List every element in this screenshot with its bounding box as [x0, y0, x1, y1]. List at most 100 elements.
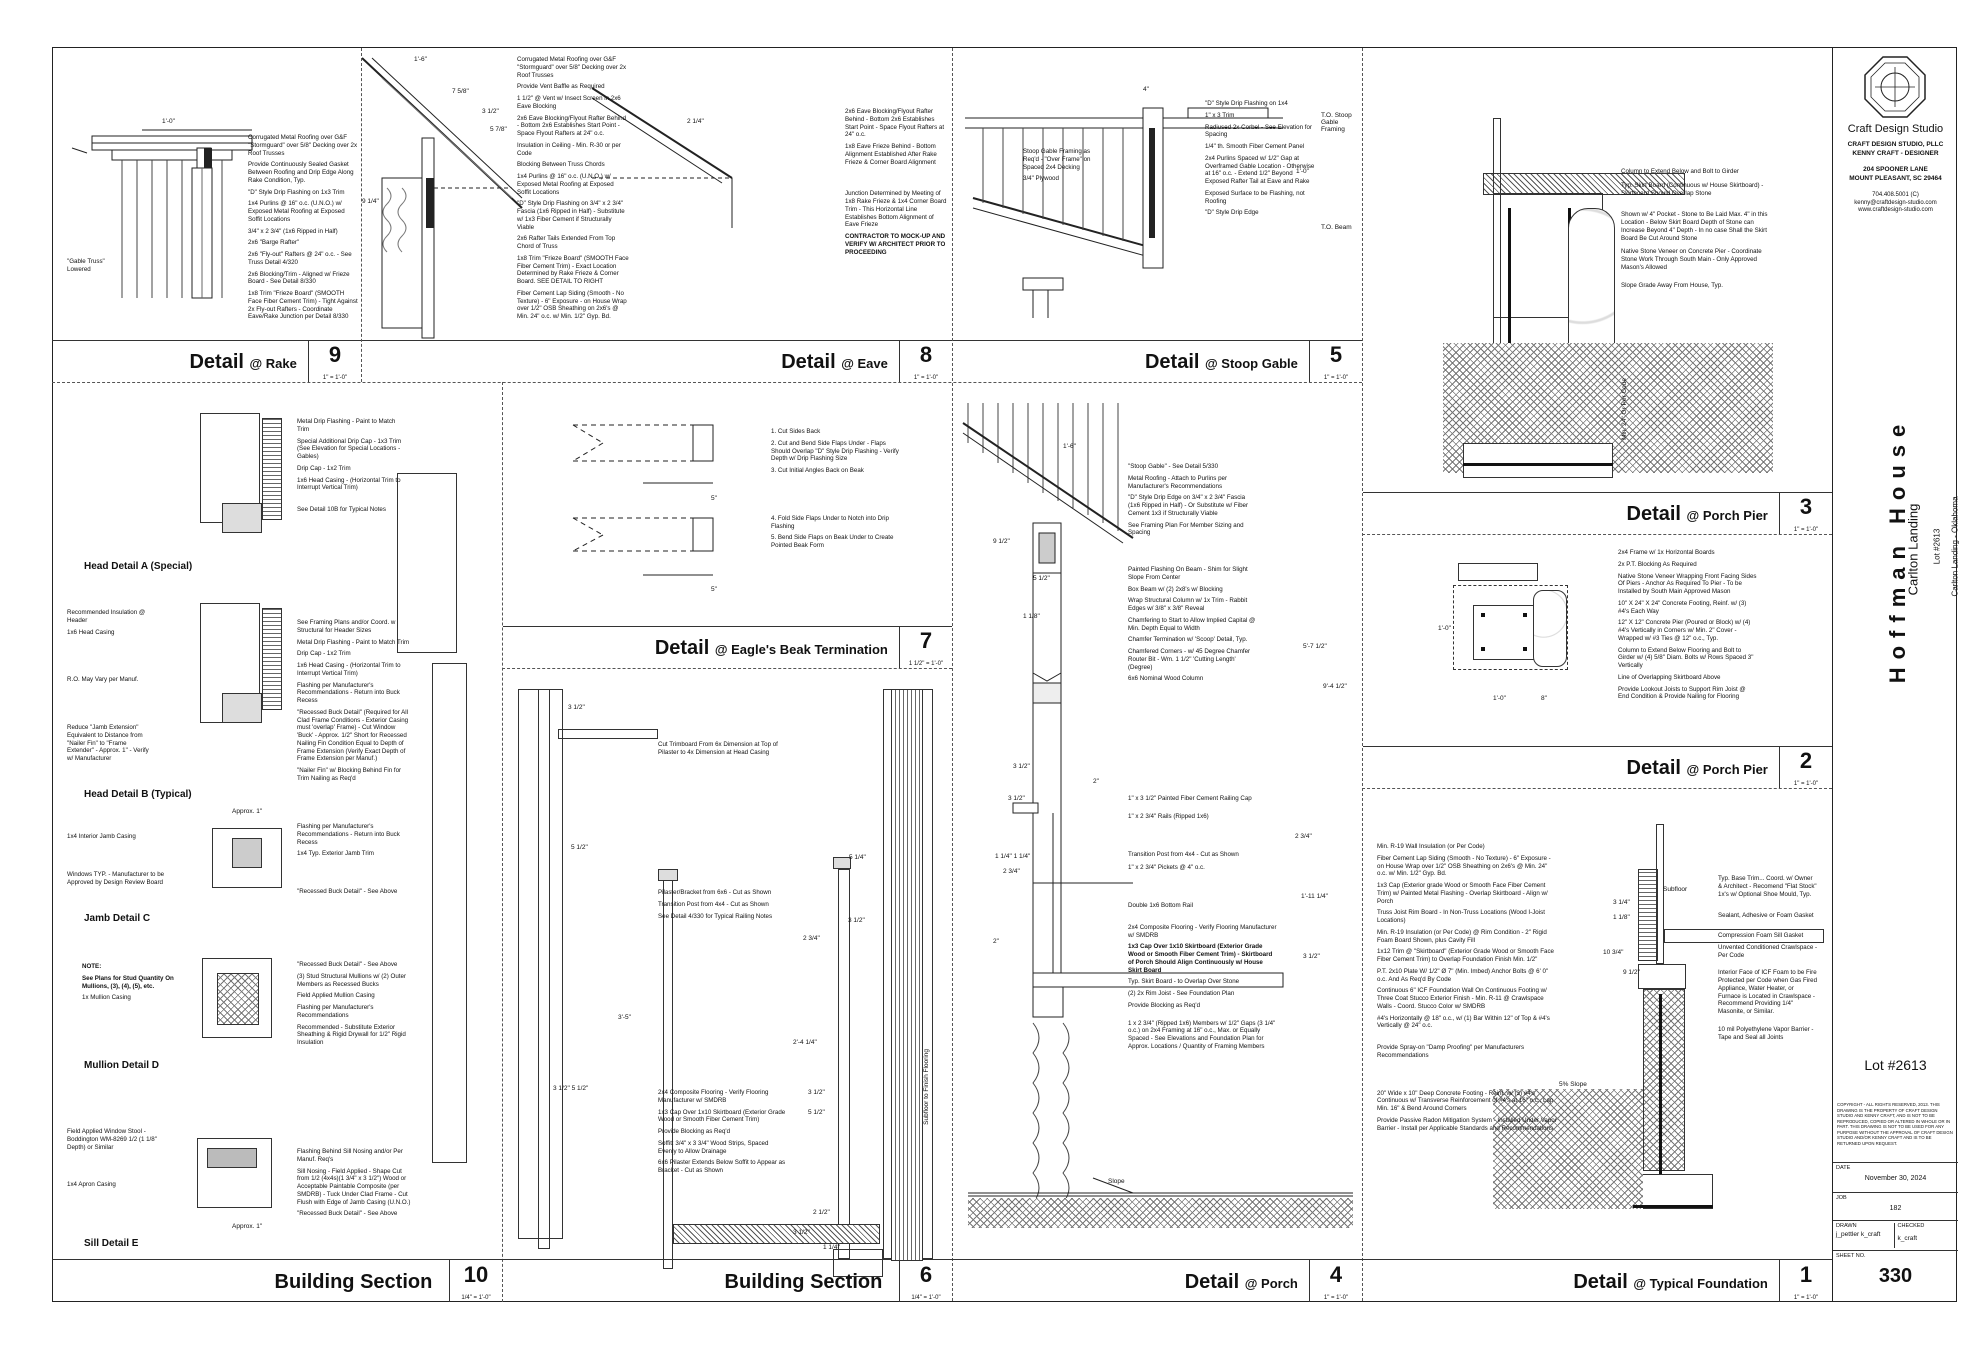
stoop-dim: T.O. Stoop Gable Framing: [1321, 112, 1352, 133]
note: Continuous 6" ICF Foundation Wall On Con…: [1377, 987, 1547, 1010]
title-strip: Craft Design Studio CRAFT DESIGN STUDIO,…: [1832, 47, 1960, 1302]
detail-number: 5: [1329, 342, 1343, 367]
note: Soffit: 3/4" x 3 3/4" Wood Strips, Space…: [658, 1139, 769, 1155]
note: Wrap Structural Column w/ 1x Trim - Rabb…: [1128, 597, 1248, 612]
note: (3) Stud Structural Mullions w/ (2) Oute…: [297, 972, 407, 988]
divider: [52, 382, 1362, 383]
note: Chamfering to Start to Allow Implied Cap…: [1128, 616, 1256, 632]
note: See Detail 4/330 for Typical Railing Not…: [658, 912, 773, 920]
address-1: 204 SPOONER LANE: [1863, 166, 1928, 174]
head: [558, 729, 658, 739]
frame: [232, 838, 262, 868]
note: Radiused 2x Corbel - See Elevation for S…: [1205, 123, 1312, 139]
rake-dim: 1'-0": [162, 118, 175, 125]
pier-dim: 1'-0": [1438, 625, 1451, 632]
detail-scale: 1" = 1'-0": [913, 375, 939, 381]
note: 1x8 Eave Frieze Behind - Bottom Alignmen…: [845, 143, 937, 166]
s6-dim: 2 1/2": [813, 1209, 830, 1216]
foundation-notes: Min. R-19 Wall Insulation (or Per Code) …: [1377, 843, 1557, 1136]
detail-2-porch-pier: 1'-0" 1'-0" 8" 2x4 Frame w/ 1x Horizonta…: [1363, 535, 1832, 788]
note: Field Applied Mullion Casing: [297, 992, 375, 1000]
s6-dim: 1 1/4": [823, 1244, 840, 1251]
checked-label: CHECKED: [1897, 1223, 1925, 1229]
detail-scale: 1" = 1'-0": [1793, 527, 1819, 533]
note: See Framing Plans and/or Coord. w Struct…: [297, 619, 396, 634]
note: 1x4 Purlins @ 16" o.c. (U.N.O.) w/ Expos…: [517, 173, 614, 196]
note: Special Additional Drip Cap - 1x3 Trim (…: [297, 437, 402, 461]
note: (2) 2x Rim Joist - See Foundation Plan: [1128, 990, 1235, 997]
studio-name: Craft Design Studio: [1847, 123, 1944, 135]
detail-number: 7: [919, 628, 933, 653]
note: Exposed Surface to be Flashing, not Roof…: [1205, 189, 1305, 205]
detail-number: 1: [1799, 1262, 1813, 1287]
note: 1" x 2 3/4" Pickets @ 4" o.c.: [1128, 864, 1205, 872]
note: 3. Cut Initial Angles Back on Beak: [771, 467, 864, 474]
note: Transition Post from 4x4 - Cut as Shown: [1128, 850, 1239, 858]
detail-title-at: @ Porch Pier: [1686, 508, 1768, 523]
note: 1x3 Cap Over 1x10 Skirtboard (Exterior G…: [1128, 943, 1273, 974]
detail-title-text: Detail: [781, 351, 836, 373]
note: 2. Cut and Bend Side Flaps Under - Flaps…: [771, 439, 899, 463]
note: 1x6 Head Casing - (Horizontal Trim to In…: [297, 476, 401, 492]
note: Recommended Insulation @ Header: [67, 609, 146, 624]
detail-title-at: @ Typical Foundation: [1633, 1276, 1768, 1291]
dim: Approx. 1": [232, 1223, 263, 1230]
stud: [1656, 824, 1664, 964]
sill: [207, 1148, 257, 1168]
date-label: DATE: [1836, 1165, 1851, 1171]
jamb-drawing: [212, 828, 282, 888]
note: Box Beam w/ (2) 2x8's w/ Blocking: [1128, 585, 1223, 593]
detail-title-at: @ Stoop Gable: [1205, 356, 1298, 371]
footing: [1453, 585, 1568, 670]
divider: [1362, 48, 1363, 1301]
note: 1" x 3 Trim: [1205, 111, 1235, 119]
wall-studs: [891, 689, 923, 1261]
siding: [262, 608, 282, 710]
detail-scale: 1/4" = 1'-0": [461, 1295, 491, 1301]
sill-drawing: [197, 1138, 272, 1208]
detail-3-porch-pier: Min. 24" Or Per Code Column to Extend Be…: [1363, 48, 1832, 534]
note: Min. R-19 Wall Insulation (or Per Code): [1377, 843, 1485, 850]
stoop-left-notes: Stoop Gable Framing as Req'd - "Over Fra…: [1023, 148, 1098, 187]
note: Line of Overlapping Skirtboard Above: [1618, 673, 1721, 681]
detail-number: 3: [1799, 494, 1813, 519]
note: Flashing Behind Sill Nosing and/or Per M…: [297, 1148, 403, 1163]
note: 1/4" th. Smooth Fiber Cement Panel: [1205, 143, 1305, 150]
porch-dim: 2 3/4": [1295, 833, 1312, 840]
website[interactable]: www.craftdesign-studio.com: [1858, 207, 1933, 214]
detail-title-at: @ Porch: [1244, 1276, 1298, 1291]
detail-scale: 1" = 1'-0": [322, 375, 348, 381]
note: Pilaster/Bracket from 6x6 - Cut as Shown: [658, 889, 772, 896]
note: 4. Fold Side Flaps Under to Notch into D…: [771, 514, 889, 530]
note: R.O. May Vary per Manuf.: [67, 676, 139, 684]
skirt: [833, 1249, 883, 1277]
note: "D" Style Drip Flashing on 1x4: [1205, 100, 1288, 107]
note: 1x12 Trim @ "Skirtboard" (Exterior Grade…: [1377, 948, 1554, 963]
sheet-row: SHEET NO. 330: [1833, 1250, 1958, 1302]
rebar: [1659, 994, 1662, 1199]
s6-dim: 3 1/2": [848, 917, 865, 924]
note: Chamfer Termination w/ 'Scoop' Detail, T…: [1128, 636, 1248, 644]
beak-notes: 1. Cut Sides Back 2. Cut and Bend Side F…: [771, 428, 901, 554]
note: Drip Cap - 1x2 Trim: [297, 464, 351, 472]
date-row: DATE November 30, 2024: [1833, 1162, 1958, 1192]
jamb-detail-c-label: Jamb Detail C: [84, 913, 151, 924]
note: "Stoop Gable" - See Detail 5/330: [1128, 463, 1219, 470]
detail-number: 6: [919, 1262, 933, 1287]
studio-logo: [1864, 56, 1926, 118]
note: Sealant, Adhesive or Foam Gasket: [1718, 912, 1814, 920]
divider: [52, 1259, 1832, 1260]
eave-dim: 2 1/4": [687, 118, 704, 125]
note: 10 mil Polyethylene Vapor Barrier - Tape…: [1718, 1025, 1814, 1041]
note: Typ. Skirt Board - to Overlap Over Stone: [1128, 978, 1240, 986]
fdn-dim: Subfloor: [1663, 886, 1688, 893]
earth: [1493, 1089, 1643, 1209]
detail-title-text: Detail: [1573, 1271, 1628, 1293]
firm-name: CRAFT DESIGN STUDIO, PLLC: [1847, 141, 1944, 148]
job-row: JOB 182: [1833, 1192, 1958, 1220]
beak-dim: 5": [711, 495, 717, 502]
email[interactable]: kenny@craftdesign-studio.com: [1854, 199, 1937, 206]
